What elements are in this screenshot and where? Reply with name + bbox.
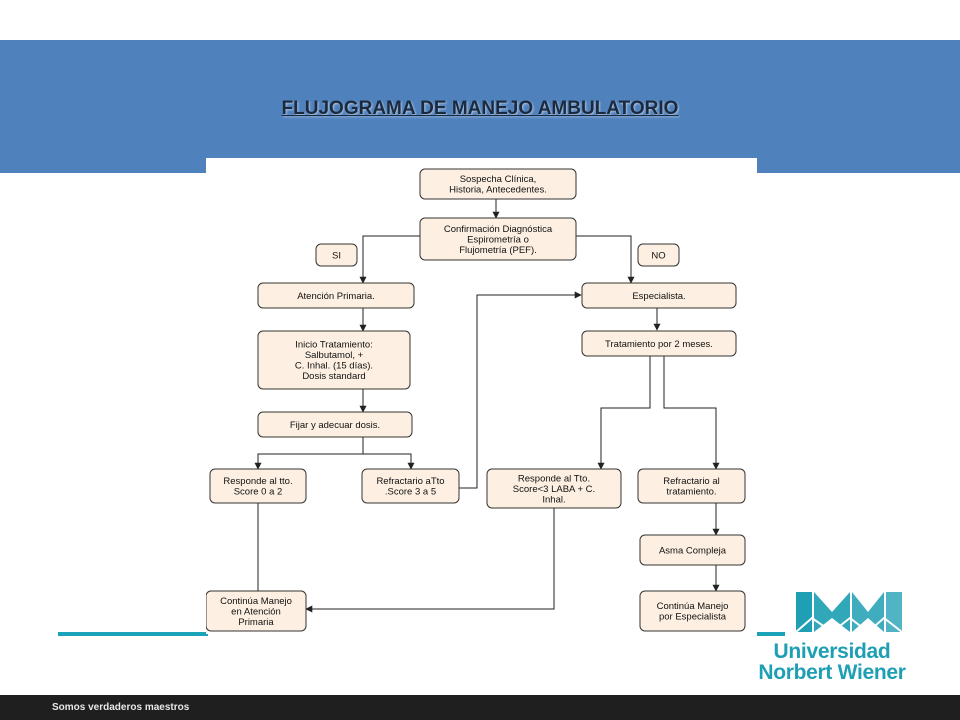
slide-title: FLUJOGRAMA DE MANEJO AMBULATORIO [281,98,679,119]
node-label: Salbutamol, + [305,350,364,361]
node-box [486,468,622,509]
node-refractario-primaria: Refractario aTto.Score 3 a 5 [361,468,460,504]
node-box [639,590,746,632]
node-box [361,468,460,504]
node-box [581,282,737,309]
node-label: Responde al tto. [223,476,292,487]
node-box [637,468,746,504]
node-box [257,282,415,309]
node-label: por Especialista [659,612,727,623]
node-label: Confirmación Diagnóstica [444,224,553,235]
node-box [419,168,577,200]
node-label: Asma Compleja [659,545,727,556]
node-label: Refractario aTto [376,476,444,487]
node-box [205,590,307,632]
node-label: C. Inhal. (15 días). [295,361,373,372]
connector-refractario-especialista [459,291,582,489]
node-label: Atención Primaria. [297,291,375,302]
node-label: Continúa Manejo [220,596,292,607]
node-box [637,243,680,267]
connector-fijar-refractario [363,453,415,470]
node-label: Inicio Tratamiento: [295,340,373,351]
node-label: Espirometría o [467,234,529,245]
node-tratamiento: Tratamiento por 2 meses. [581,330,737,357]
node-responde-especialista: Responde al Tto.Score<3 LABA + C.Inhal. [486,468,622,509]
divider-line-right [757,632,785,636]
flowchart: Sospecha Clínica,Historia, Antecedentes.… [205,168,746,632]
connector-fijar-branch [254,437,364,470]
connector-tratamiento-refractario [663,356,720,470]
logo-text-line2: Norbert Wiener [758,661,906,684]
node-sospecha: Sospecha Clínica,Historia, Antecedentes. [419,168,577,200]
node-label: SI [332,250,341,261]
node-label: en Atención [231,606,281,617]
node-label: Continúa Manejo [657,601,729,612]
node-label: Sospecha Clínica, [460,174,537,185]
connector-confirmacion-especialista [574,235,635,284]
connector-confirmacion-atencion [359,235,420,284]
logo-text-line1: Universidad [773,640,891,663]
node-box [419,217,577,261]
node-asma: Asma Compleja [639,534,746,566]
node-label: Refractario al [663,476,720,487]
node-atencion: Atención Primaria. [257,282,415,309]
connectors [254,199,720,613]
node-responde-primaria: Responde al tto.Score 0 a 2 [209,468,307,504]
connector-responde-especialista-continua [305,508,555,613]
node-label: Dosis standard [302,371,365,382]
node-inicio: Inicio Tratamiento:Salbutamol, +C. Inhal… [257,330,411,390]
node-label: Score<3 LABA + C. [513,484,595,495]
title-banner [0,40,960,173]
node-label: tratamiento. [666,487,716,498]
node-no: NO [637,243,680,267]
node-box [639,534,746,566]
footer-text: Somos verdaderos maestros [52,702,190,713]
flowchart-panel: Sospecha Clínica,Historia, Antecedentes.… [205,158,757,634]
node-fijar: Fijar y adecuar dosis. [257,411,413,438]
node-label: Score 0 a 2 [234,487,283,498]
connector-tratamiento-responde [597,356,651,470]
node-box [209,468,307,504]
node-especialista: Especialista. [581,282,737,309]
node-box [257,411,413,438]
node-label: Responde al Tto. [518,473,590,484]
node-label: .Score 3 a 5 [385,487,436,498]
node-label: Primaria [238,617,274,628]
node-si: SI [315,243,358,267]
node-label: Tratamiento por 2 meses. [605,339,713,350]
node-label: Historia, Antecedentes. [449,185,547,196]
flowchart-nodes: Sospecha Clínica,Historia, Antecedentes.… [205,168,746,632]
node-label: Inhal. [542,494,565,505]
node-label: NO [651,250,665,261]
node-box [257,330,411,390]
footer-bar [0,695,960,720]
node-box [581,330,737,357]
node-box [315,243,358,267]
divider-line-left [58,632,208,636]
university-logo-icon [795,592,903,634]
node-label: Especialista. [632,291,685,302]
node-label: Flujometría (PEF). [459,245,537,256]
node-label: Fijar y adecuar dosis. [290,420,380,431]
